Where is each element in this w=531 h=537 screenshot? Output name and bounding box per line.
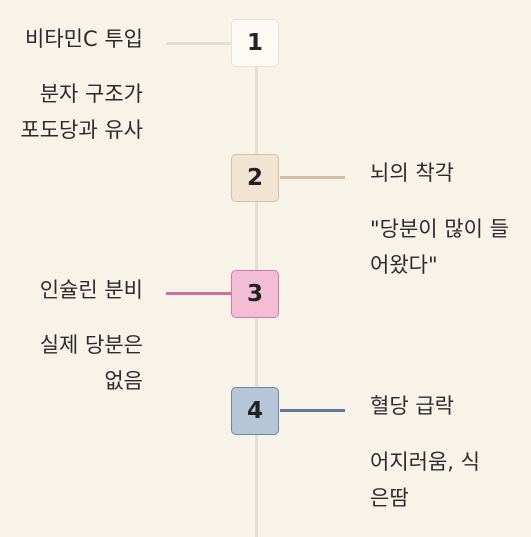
step-3-node: 3: [231, 270, 279, 318]
step-1-connector: [166, 42, 232, 45]
step-3-description: 실제 당분은 없음: [39, 333, 143, 393]
step-2-title: 뇌의 착각: [370, 161, 454, 185]
step-4-node: 4: [231, 387, 279, 435]
step-1-description: 분자 구조가 포도당과 유사: [20, 82, 143, 142]
step-4-title: 혈당 급락: [370, 394, 454, 418]
step-1-node: 1: [231, 19, 279, 67]
step-2-connector: [280, 176, 345, 179]
step-4-connector: [280, 409, 345, 412]
step-2-number: 2: [246, 165, 263, 191]
step-2-description: "당분이 많이 들어왔다": [370, 217, 509, 277]
step-1-number: 1: [246, 30, 263, 56]
step-4-description: 어지러움, 식은땀: [370, 450, 480, 510]
step-2-node: 2: [231, 154, 279, 202]
step-3-title: 인슐린 분비: [39, 278, 143, 302]
step-3-connector: [166, 292, 232, 295]
step-3-number: 3: [246, 281, 263, 307]
step-1-title: 비타민C 투입: [25, 27, 143, 51]
step-4-number: 4: [246, 398, 263, 424]
